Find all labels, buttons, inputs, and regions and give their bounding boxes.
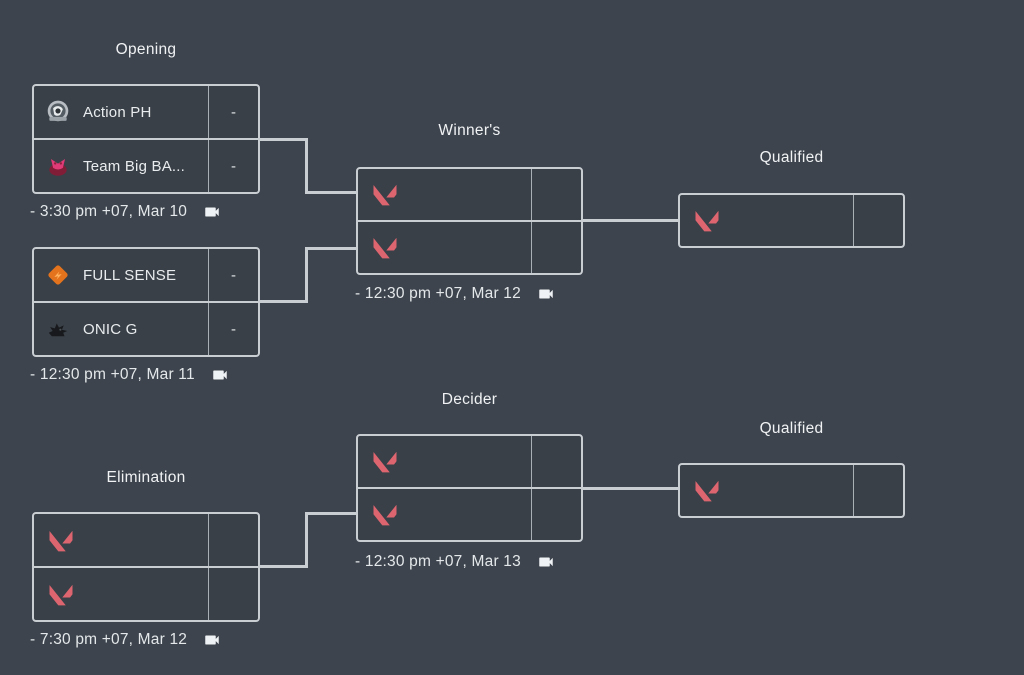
decider-header: Decider bbox=[441, 391, 498, 408]
valorant-logo-icon bbox=[692, 479, 722, 502]
qualified-bottom-header: Qualified bbox=[759, 420, 824, 437]
score-cell bbox=[853, 465, 903, 516]
opening-match-2-schedule: - 12:30 pm +07, Mar 11 bbox=[30, 366, 232, 384]
camera-icon[interactable] bbox=[534, 285, 558, 303]
match-time-text: - 12:30 pm +07, Mar 12 bbox=[355, 285, 521, 302]
tbd-slot-row bbox=[680, 195, 903, 246]
match-time-text: - 3:30 pm +07, Mar 10 bbox=[30, 203, 188, 220]
connector-line bbox=[305, 191, 356, 194]
connector-line bbox=[581, 219, 678, 222]
score-cell: - bbox=[208, 86, 258, 138]
qualified-top-header: Qualified bbox=[759, 149, 824, 166]
decider-match-schedule: - 12:30 pm +07, Mar 13 bbox=[355, 553, 558, 571]
elimination-match-schedule: - 7:30 pm +07, Mar 12 bbox=[30, 631, 224, 649]
qualified-bottom-slot bbox=[678, 463, 905, 518]
camera-icon[interactable] bbox=[200, 631, 224, 649]
match-time-text: - 7:30 pm +07, Mar 12 bbox=[30, 631, 188, 648]
action-ph-logo bbox=[45, 99, 71, 125]
score-cell bbox=[531, 169, 581, 220]
valorant-logo-icon bbox=[370, 503, 400, 526]
connector-line bbox=[259, 565, 308, 568]
camera-icon[interactable] bbox=[208, 366, 232, 384]
team-name: Team Big BA... bbox=[83, 157, 186, 175]
score-cell: - bbox=[208, 249, 258, 301]
elimination-match bbox=[32, 512, 260, 622]
tbd-slot-row bbox=[34, 566, 258, 620]
opening-match-1: Action PH - Team Big BA... - bbox=[32, 84, 260, 194]
valorant-logo-icon bbox=[370, 236, 400, 259]
onic-g-logo bbox=[45, 316, 71, 342]
score-cell bbox=[208, 514, 258, 566]
connector-line bbox=[305, 247, 356, 250]
match-time-text: - 12:30 pm +07, Mar 11 bbox=[30, 366, 195, 383]
score-cell bbox=[531, 436, 581, 487]
tbd-slot-row bbox=[680, 465, 903, 516]
valorant-logo-icon bbox=[692, 209, 722, 232]
team-row-action-ph[interactable]: Action PH - bbox=[34, 86, 258, 138]
full-sense-logo bbox=[45, 262, 71, 288]
connector-line bbox=[305, 138, 308, 194]
tbd-slot-row bbox=[358, 436, 581, 487]
score-cell bbox=[531, 489, 581, 540]
score-cell bbox=[853, 195, 903, 246]
winners-match bbox=[356, 167, 583, 275]
team-name: FULL SENSE bbox=[83, 266, 177, 284]
winners-match-schedule: - 12:30 pm +07, Mar 12 bbox=[355, 285, 558, 303]
decider-match bbox=[356, 434, 583, 542]
connector-line bbox=[259, 138, 308, 141]
camera-icon[interactable] bbox=[200, 203, 224, 221]
team-name: Action PH bbox=[83, 103, 152, 121]
score-cell bbox=[208, 568, 258, 620]
tbd-slot-row bbox=[358, 220, 581, 273]
connector-line bbox=[305, 247, 308, 303]
tbd-slot-row bbox=[358, 487, 581, 540]
elimination-header: Elimination bbox=[106, 469, 186, 486]
valorant-logo-icon bbox=[46, 583, 76, 606]
valorant-logo-icon bbox=[370, 183, 400, 206]
valorant-logo-icon bbox=[46, 529, 76, 552]
match-time-text: - 12:30 pm +07, Mar 13 bbox=[355, 553, 521, 570]
opening-match-2: FULL SENSE - ONIC G - bbox=[32, 247, 260, 357]
connector-line bbox=[305, 512, 356, 515]
opening-match-1-schedule: - 3:30 pm +07, Mar 10 bbox=[30, 203, 224, 221]
tbd-slot-row bbox=[358, 169, 581, 220]
team-name: ONIC G bbox=[83, 320, 138, 338]
camera-icon[interactable] bbox=[534, 553, 558, 571]
team-row-full-sense[interactable]: FULL SENSE - bbox=[34, 249, 258, 301]
valorant-logo-icon bbox=[370, 450, 400, 473]
winners-header: Winner's bbox=[438, 122, 501, 139]
connector-line bbox=[259, 300, 308, 303]
qualified-top-slot bbox=[678, 193, 905, 248]
connector-line bbox=[305, 512, 308, 568]
connector-line bbox=[581, 487, 678, 490]
opening-header: Opening bbox=[115, 41, 177, 58]
score-cell: - bbox=[208, 140, 258, 192]
team-row-team-big-bam[interactable]: Team Big BA... - bbox=[34, 138, 258, 192]
tbd-slot-row bbox=[34, 514, 258, 566]
team-row-onic-g[interactable]: ONIC G - bbox=[34, 301, 258, 355]
score-cell bbox=[531, 222, 581, 273]
score-cell: - bbox=[208, 303, 258, 355]
team-big-bam-logo bbox=[45, 153, 71, 179]
